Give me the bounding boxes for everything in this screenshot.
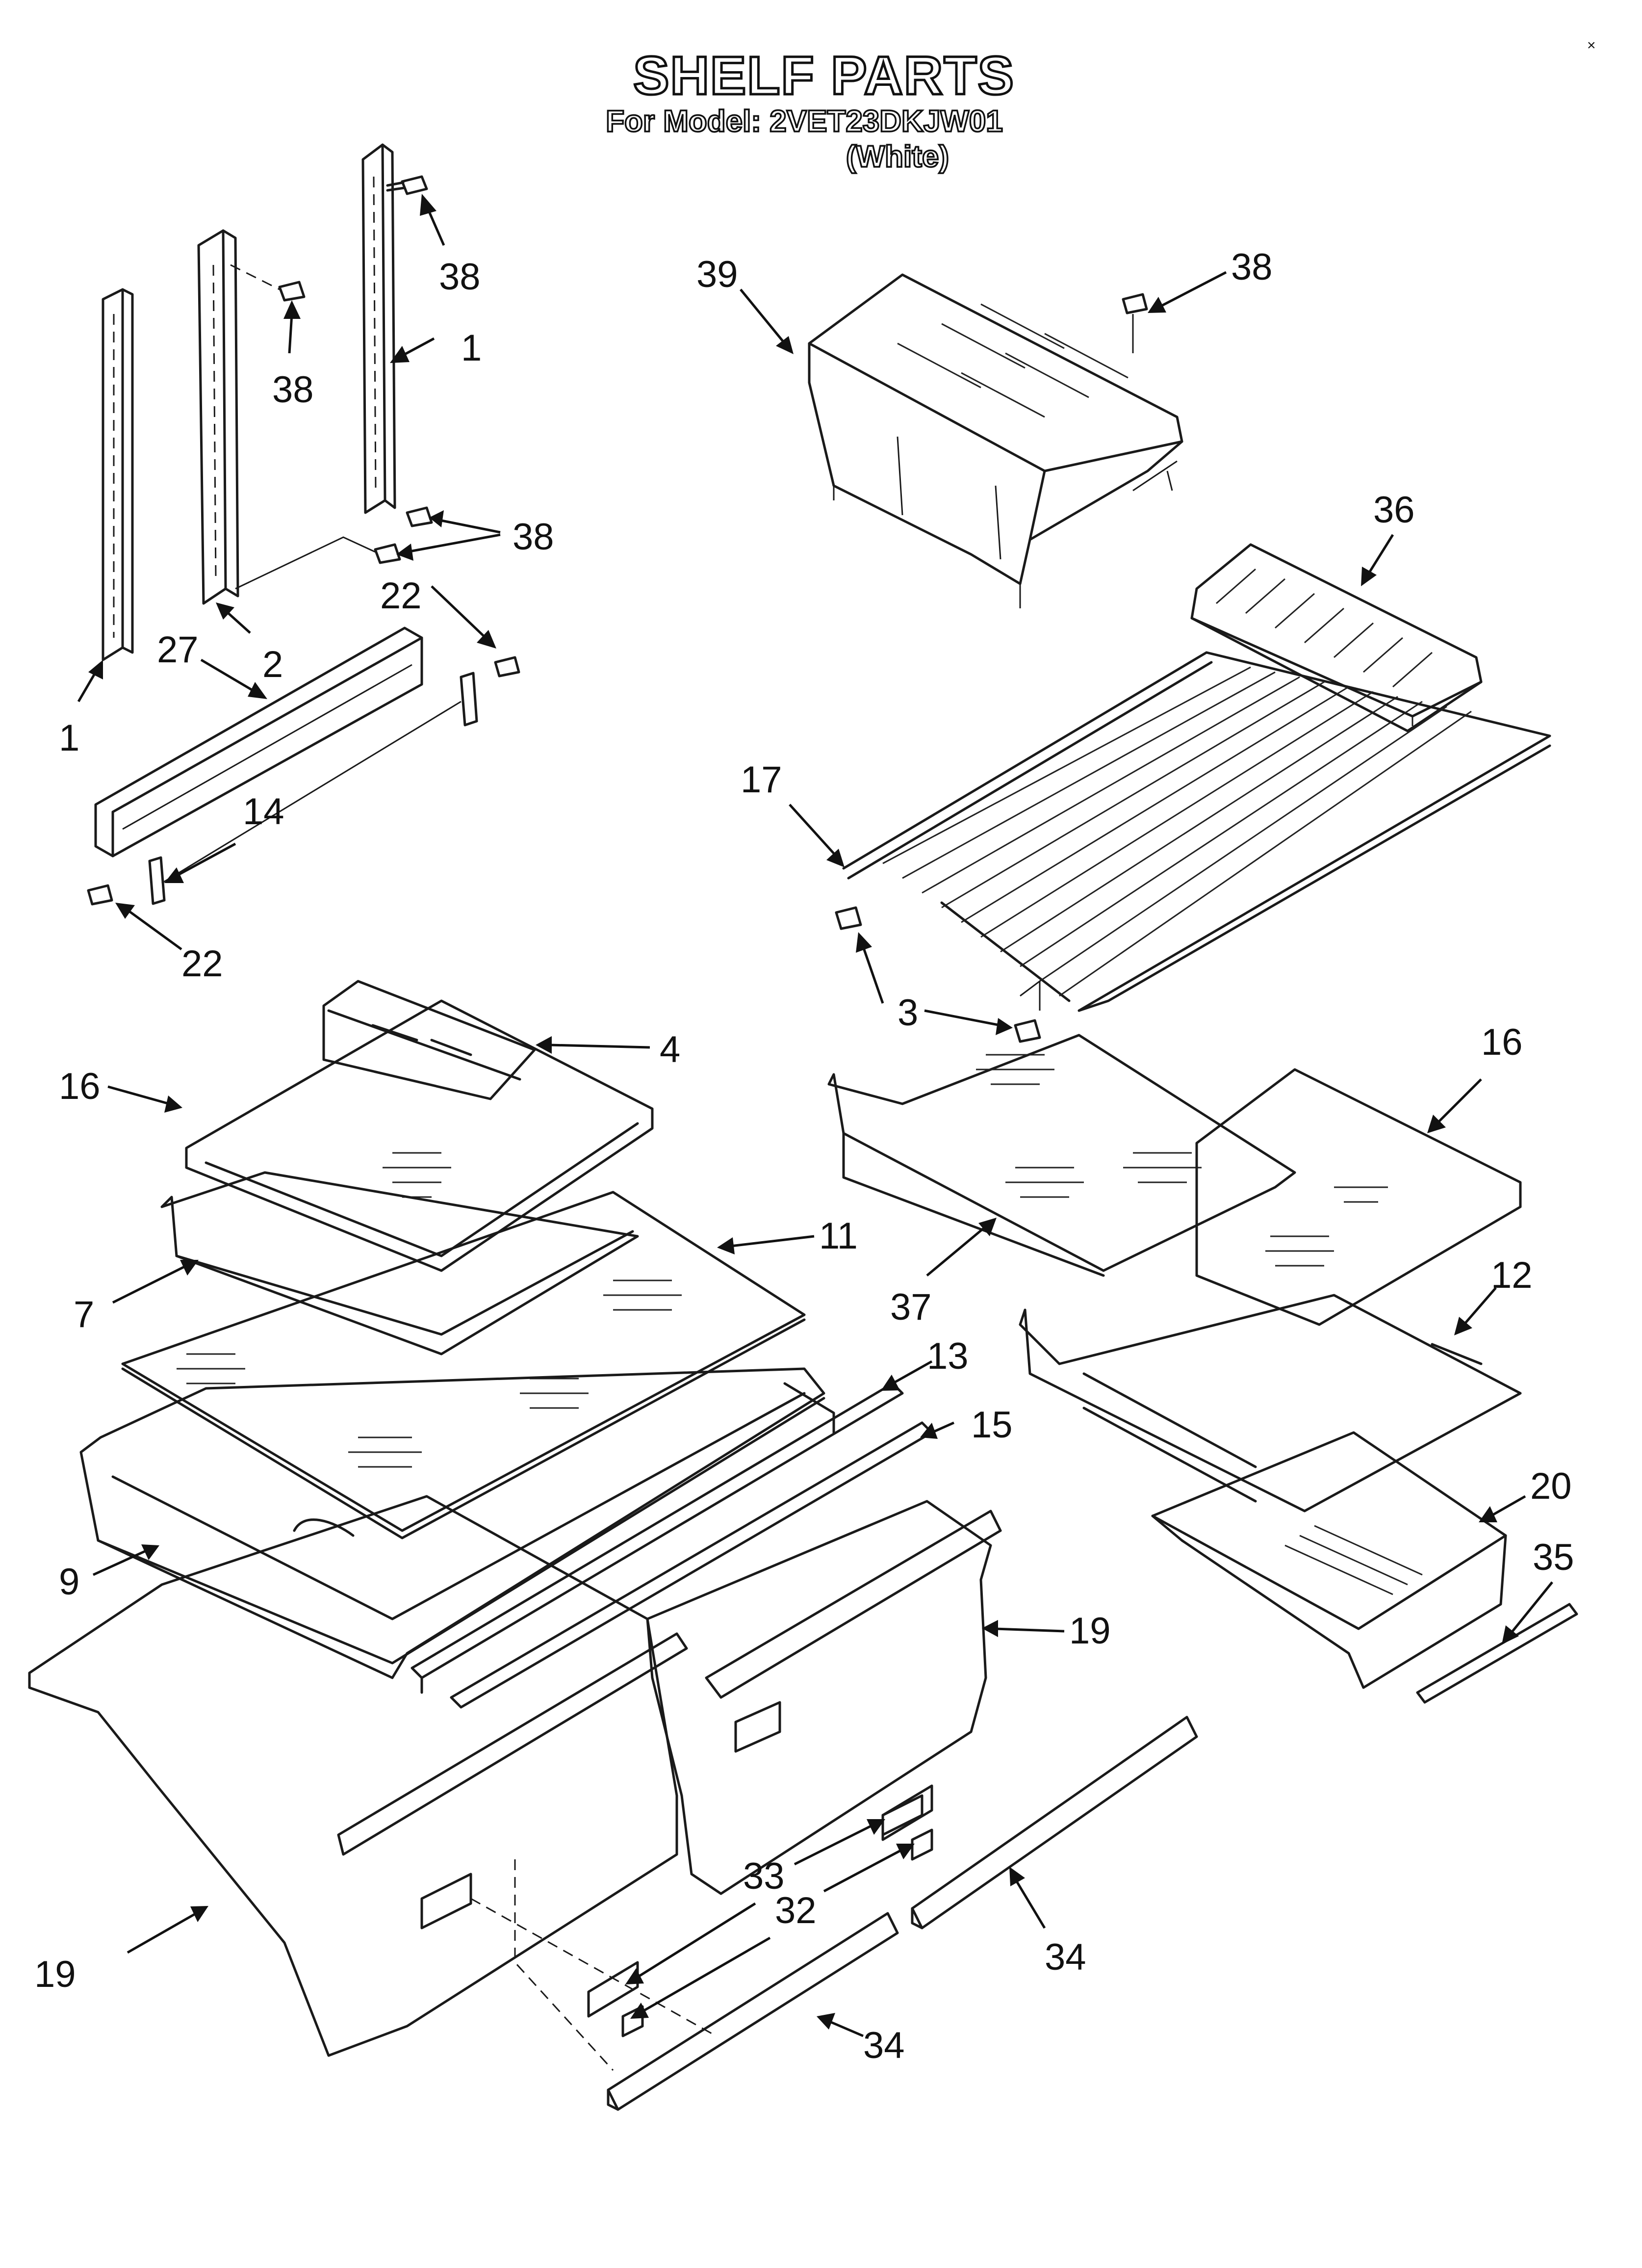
callout-1: 1 [461,327,482,369]
title-block: SHELF PARTS For Model: 2VET23DKJW01 (Whi… [605,45,1015,175]
crisper-drawer-19-left [28,1495,717,2071]
callout-11: 11 [819,1215,858,1257]
callout-4: 4 [660,1029,680,1070]
callout-22: 22 [181,943,223,985]
freezer-basket-39 [808,273,1183,608]
shelf-frame-7 [160,1171,639,1356]
drawer-trim-35 [1416,1603,1578,1704]
clip-14-left [148,856,166,905]
wire-shelf-17 [842,651,1551,1012]
trim-13 [410,1382,904,1694]
callout-9: 9 [59,1561,79,1603]
callout-38: 38 [272,369,314,411]
pin-3-lower [1014,1019,1041,1043]
callout-34: 34 [863,2025,905,2066]
ice-tray-36 [1190,543,1483,732]
callout-labels: 38 38 1 38 22 27 2 1 14 22 39 38 36 17 3… [34,246,1574,2066]
trim-34-right [911,1716,1198,1929]
callout-1: 1 [59,717,79,759]
callout-14: 14 [243,791,284,833]
callout-15: 15 [971,1404,1013,1446]
callout-19: 19 [34,1954,76,1995]
callout-12: 12 [1491,1254,1533,1296]
callout-32: 32 [775,1890,817,1931]
crisper-frame-9 [79,1367,835,1679]
callout-19: 19 [1069,1610,1111,1652]
callout-3: 3 [898,992,918,1034]
callout-38: 38 [1231,246,1273,288]
callout-7: 7 [74,1294,94,1335]
pin-32-left [621,2005,644,2037]
trim-34-left [607,1912,899,2111]
screw-22-left [87,884,113,906]
callout-22: 22 [380,575,422,617]
callout-16: 16 [59,1066,101,1107]
screw-38-top [386,175,428,195]
callout-16: 16 [1481,1021,1523,1063]
callout-2: 2 [262,644,283,685]
callout-27: 27 [157,629,199,671]
pin-32-right [911,1828,933,1861]
bracket-33-right [881,1784,933,1841]
diagram-title: SHELF PARTS [633,46,1015,106]
callout-13: 13 [927,1335,969,1377]
screw-38-basket [1122,293,1148,353]
callout-36: 36 [1373,489,1415,531]
crisper-drawer-19-right [646,1500,1002,1895]
screw-38-mid [230,264,306,302]
model-number: For Model: 2VET23DKJW01 [606,104,1003,138]
callout-20: 20 [1530,1465,1572,1507]
drawer-frame-12 [1019,1294,1522,1512]
shelf-support-rails [102,143,433,661]
color-label: (White) [846,140,949,174]
callout-17: 17 [741,759,782,801]
screw-38-lower-b [374,543,401,564]
clip-14-right [460,672,478,727]
callout-33: 33 [743,1855,785,1897]
meat-drawer-20 [1151,1431,1507,1689]
leader-lines [77,194,1553,2037]
screw-22-right [494,656,520,678]
callout-38: 38 [513,516,554,558]
bracket-33-left [587,1961,639,2018]
callout-34: 34 [1045,1936,1086,1978]
pin-3-upper [835,906,862,930]
callout-37: 37 [890,1286,932,1328]
glass-shelf-11 [121,1191,806,1539]
door-bin-4 [322,980,536,1100]
glass-shelf-37 [827,1034,1296,1277]
glass-shelf-16-right [1195,1068,1522,1326]
callout-38: 38 [439,256,481,298]
callout-35: 35 [1533,1537,1574,1578]
corner-mark: × [1587,37,1596,53]
callout-39: 39 [696,254,738,295]
rail-cover-27 [94,626,423,858]
glass-shelf-16-left [185,999,654,1272]
screw-38-lower-a [406,506,433,527]
